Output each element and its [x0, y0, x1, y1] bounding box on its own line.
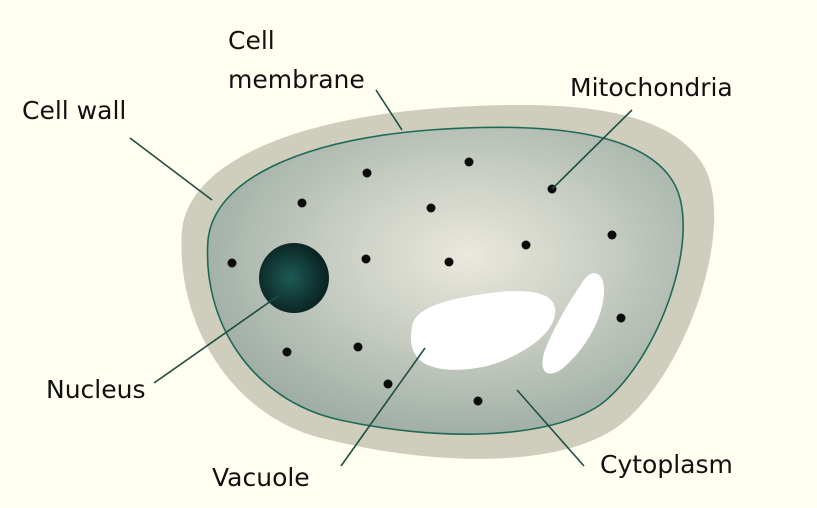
vacuole-label: Vacuole	[212, 463, 310, 492]
cell-wall-label: Cell wall	[22, 96, 126, 125]
mitochondrion-dot	[427, 204, 436, 213]
mitochondrion-dot	[283, 348, 292, 357]
cell-wall-leader	[130, 138, 212, 200]
mitochondria-label: Mitochondria	[570, 73, 733, 102]
mitochondrion-dot	[298, 199, 307, 208]
cell-membrane-label-line1: Cell	[228, 26, 275, 55]
mitochondrion-dot	[617, 314, 626, 323]
nucleus-label: Nucleus	[46, 375, 146, 404]
cytoplasm-label: Cytoplasm	[600, 450, 733, 479]
mitochondrion-dot	[608, 231, 617, 240]
cell-membrane-label-line2: membrane	[228, 65, 365, 94]
mitochondrion-dot	[522, 241, 531, 250]
mitochondrion-dot	[228, 259, 237, 268]
mitochondrion-dot	[362, 255, 371, 264]
mitochondrion-dot	[363, 169, 372, 178]
mitochondrion-dot	[384, 380, 393, 389]
mitochondrion-dot	[445, 258, 454, 267]
mitochondrion-dot	[474, 397, 483, 406]
mitochondrion-dot	[465, 158, 474, 167]
mitochondrion-dot	[354, 343, 363, 352]
